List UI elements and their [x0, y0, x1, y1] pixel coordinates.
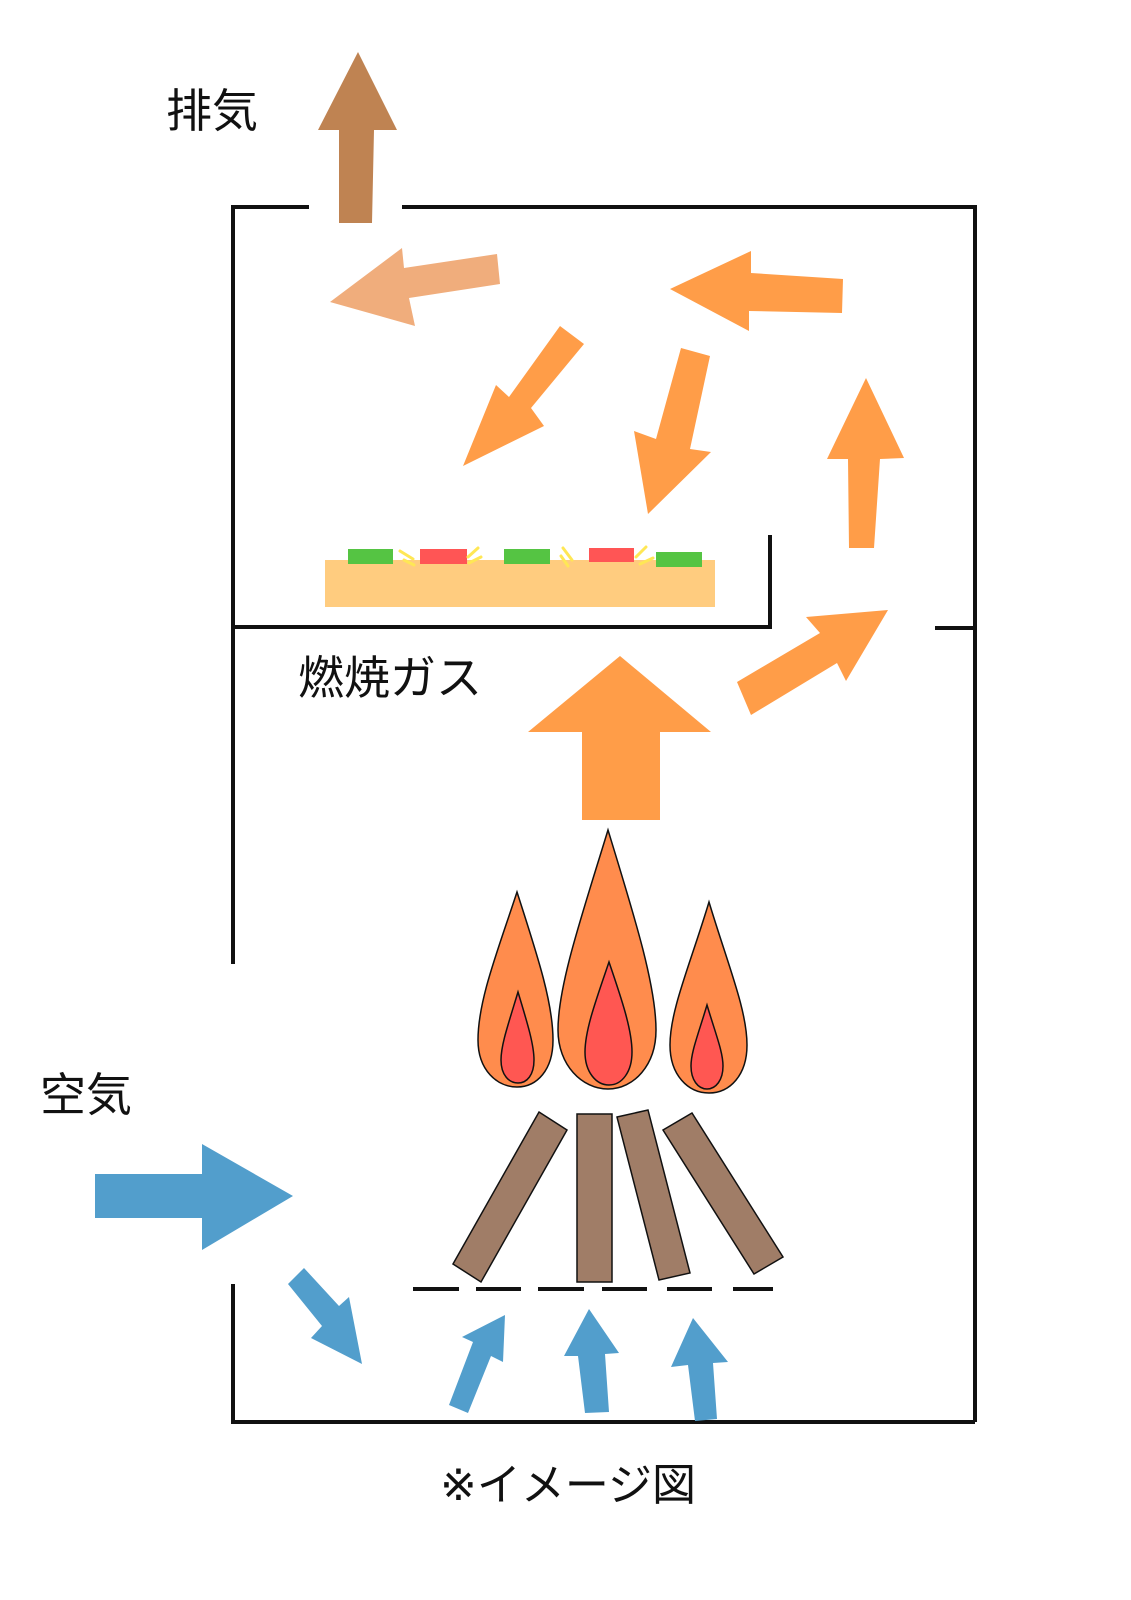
topping-green-2: [504, 549, 550, 564]
air-arrow-up-2: [564, 1309, 619, 1413]
wall-top-left: [231, 205, 309, 964]
gas-arrow-top-right: [670, 251, 843, 331]
wall-top-right-and-right-side: [402, 205, 977, 1422]
oven-walls: [231, 205, 977, 1424]
topping-red-2: [589, 548, 634, 562]
flame-right: [669, 899, 748, 1094]
flame-center: [557, 827, 657, 1090]
illustration-note: ※イメージ図: [440, 1460, 696, 1511]
gas-arrow-big-up: [528, 656, 711, 820]
air-arrow-up-3: [671, 1318, 728, 1421]
air-label: 空気: [40, 1068, 132, 1122]
air-arrow-diagonal-in: [288, 1268, 362, 1364]
log-4: [661, 1111, 785, 1276]
flame-left: [477, 889, 554, 1088]
gas-arrow-diagonal-up-right: [737, 610, 888, 715]
log-2: [576, 1113, 613, 1283]
gas-arrow-down-2: [634, 348, 711, 514]
pizza-base: [325, 560, 715, 607]
log-3: [616, 1109, 691, 1281]
exhaust-arrow: [318, 52, 397, 223]
gas-arrow-top-faded: [330, 248, 500, 326]
combustion-gas-label: 燃焼ガス: [298, 651, 482, 705]
flame-right-inner: [690, 1002, 724, 1090]
air-flow-arrows: [95, 1144, 728, 1421]
flame-center-inner: [584, 959, 633, 1086]
flame-left-inner: [500, 989, 535, 1084]
logs: [451, 1109, 785, 1284]
pizza: [325, 545, 715, 607]
cooking-shelf: [235, 535, 772, 629]
gas-arrow-up-right-side: [827, 378, 904, 548]
air-arrow-up-1: [449, 1315, 505, 1413]
flames: [477, 827, 748, 1094]
log-1: [451, 1110, 569, 1284]
wall-lower-left-and-bottom: [231, 1284, 975, 1424]
topping-green-3: [656, 552, 702, 567]
topping-red-1: [420, 549, 467, 564]
gas-arrow-down-left-1: [463, 326, 584, 466]
exhaust-label: 排気: [166, 84, 258, 138]
gas-flow-arrows: [330, 248, 904, 820]
topping-sparks: [398, 545, 655, 568]
topping-green-1: [348, 549, 393, 564]
air-arrow-main: [95, 1144, 293, 1250]
